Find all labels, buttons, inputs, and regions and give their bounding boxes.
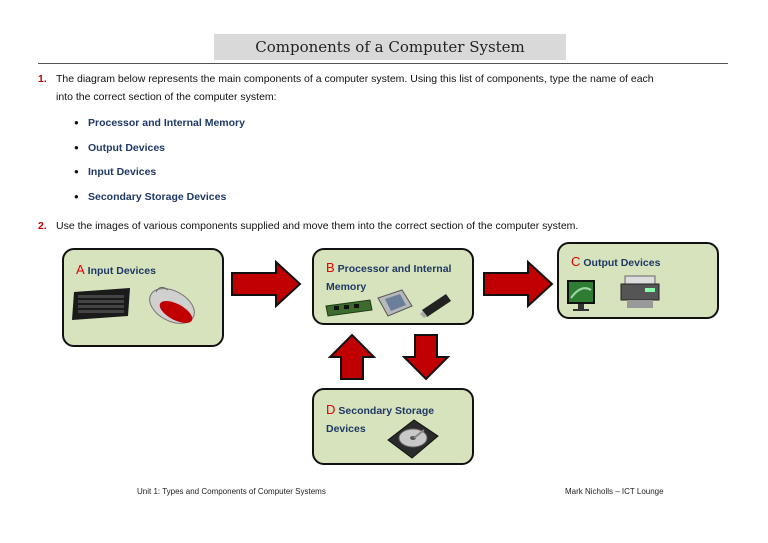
hard-drive-icon[interactable] (384, 416, 440, 460)
box-c-letter: C (571, 254, 581, 269)
box-d-label-line2: Devices (326, 423, 366, 435)
question-1-number: 1. (38, 73, 47, 85)
box-b-letter: B (326, 260, 335, 275)
usb-drive-icon[interactable] (418, 290, 454, 318)
mouse-icon[interactable] (138, 280, 200, 328)
arrow-down-icon (402, 334, 450, 381)
box-c-text: Output Devices (583, 257, 661, 269)
arrow-right-icon (231, 260, 302, 308)
question-2-text: Use the images of various components sup… (56, 220, 579, 232)
question-2: 2. Use the images of various components s… (38, 217, 578, 235)
box-d-text: Secondary Storage (338, 405, 435, 417)
list-item: Processor and Internal Memory (74, 114, 245, 139)
page-title: Components of a Computer System (214, 34, 566, 60)
box-b-label-line2: Memory (326, 281, 367, 293)
processor-icon[interactable] (374, 288, 414, 320)
arrow-right-icon (483, 260, 554, 308)
printer-icon[interactable] (619, 272, 663, 312)
box-a-letter: A (76, 262, 85, 277)
component-list: Processor and Internal Memory Output Dev… (74, 114, 245, 212)
list-item: Output Devices (74, 139, 245, 164)
question-2-number: 2. (38, 220, 47, 232)
question-1-text-line1: The diagram below represents the main co… (56, 73, 654, 85)
list-item: Secondary Storage Devices (74, 188, 245, 213)
ram-chip-icon[interactable] (324, 298, 374, 318)
arrow-up-icon (328, 333, 376, 380)
box-b-text: Processor and Internal (337, 263, 452, 275)
footer-right: Mark Nicholls – ICT Lounge (565, 487, 664, 496)
list-item: Input Devices (74, 163, 245, 188)
box-a-text: Input Devices (87, 265, 156, 277)
keyboard-icon[interactable] (70, 286, 132, 322)
question-1-text-line2: into the correct section of the computer… (56, 91, 277, 103)
question-1: 1. The diagram below represents the main … (38, 70, 728, 106)
title-divider (38, 63, 728, 64)
monitor-icon[interactable] (565, 278, 601, 314)
footer-left: Unit 1: Types and Components of Computer… (137, 487, 326, 496)
box-d-letter: D (326, 402, 336, 417)
